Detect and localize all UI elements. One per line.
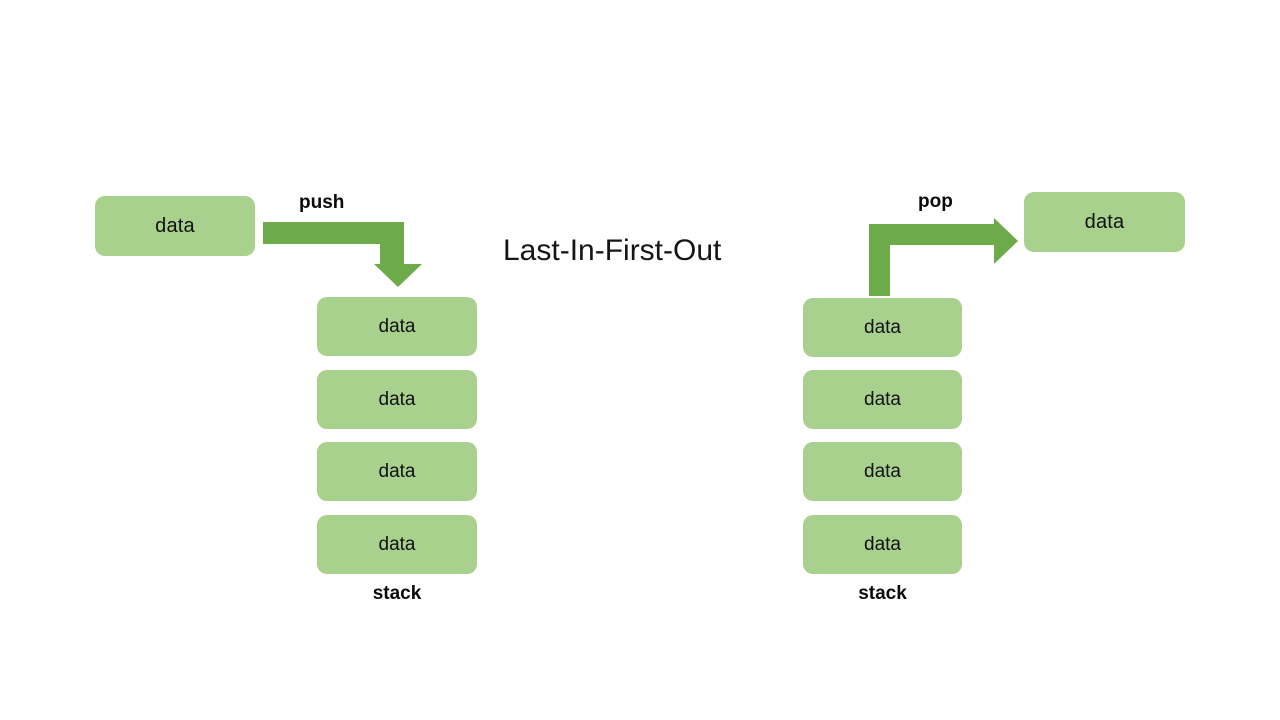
pop-stack-item-1[interactable]: data <box>803 298 962 357</box>
stack-item-label: data <box>378 315 416 337</box>
push-operation-label: push <box>299 192 345 213</box>
stack-item-label: data <box>378 388 416 410</box>
pop-stack-item-4[interactable]: data <box>803 515 962 574</box>
stack-item-label: data <box>378 533 416 555</box>
pop-operation-label: pop <box>918 191 953 212</box>
stack-item-label: data <box>864 316 901 338</box>
diagram-title: Last-In-First-Out <box>503 234 722 267</box>
push-stack-item-1[interactable]: data <box>317 297 477 356</box>
push-stack-item-3[interactable]: data <box>317 442 477 501</box>
pop-stack-caption: stack <box>858 583 907 604</box>
stack-item-label: data <box>378 460 416 482</box>
push-incoming-data-box[interactable]: data <box>95 196 255 256</box>
pop-stack-item-3[interactable]: data <box>803 442 962 501</box>
stack-item-label: data <box>864 460 901 482</box>
push-stack-caption: stack <box>372 583 422 604</box>
push-stack-item-4[interactable]: data <box>317 515 477 574</box>
push-incoming-data-label: data <box>155 214 195 237</box>
push-arrow-down-icon <box>263 222 422 287</box>
pop-outgoing-data-label: data <box>1084 210 1125 233</box>
stack-item-label: data <box>864 533 901 555</box>
push-stack-item-2[interactable]: data <box>317 370 477 429</box>
pop-stack-item-2[interactable]: data <box>803 370 962 429</box>
stack-item-label: data <box>864 388 901 410</box>
pop-outgoing-data-box[interactable]: data <box>1024 192 1185 252</box>
pop-arrow-right-icon <box>869 218 1018 296</box>
